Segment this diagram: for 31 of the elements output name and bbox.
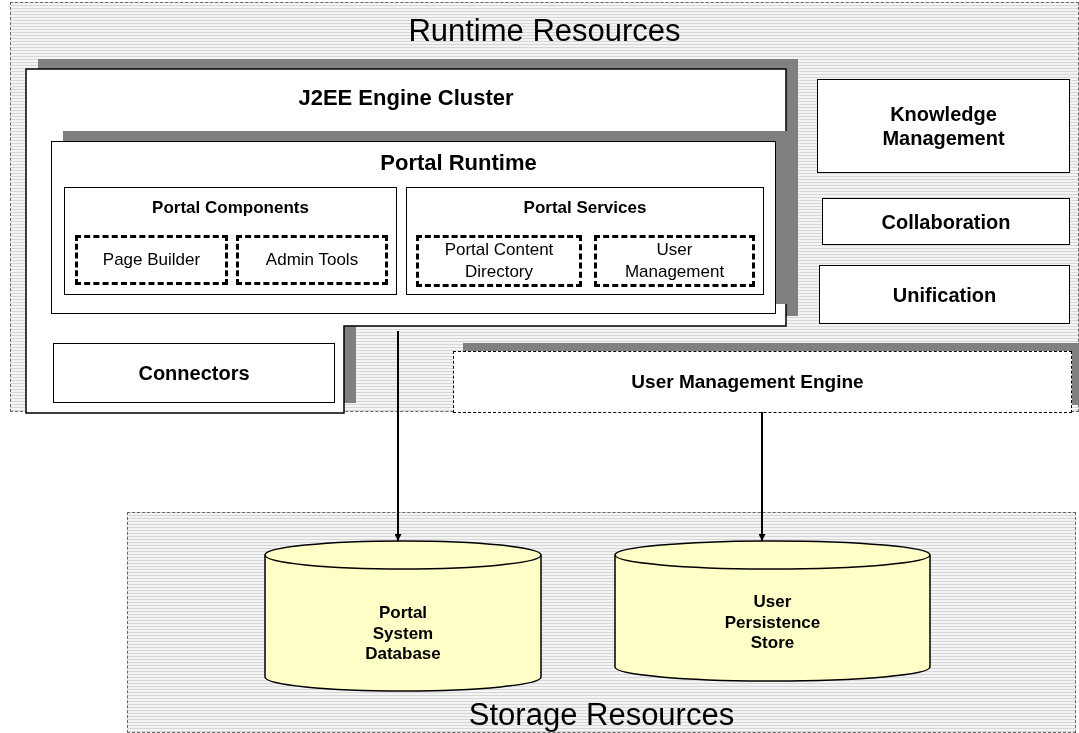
box-heading: Portal Services [523, 198, 647, 219]
arrow [394, 330, 402, 542]
box-label: Knowledge Management [881, 102, 1006, 150]
region-panel [10, 2, 1079, 412]
box-label: Page Builder [101, 248, 202, 271]
region-title: Runtime Resources [408, 15, 681, 48]
box-label: User Management [623, 238, 726, 283]
dashed-box [416, 235, 582, 287]
box-label: Connectors [137, 361, 251, 385]
box-label: Admin Tools [264, 248, 360, 271]
group-box [406, 187, 764, 295]
dashed-box [75, 235, 228, 285]
dashed-box [594, 235, 755, 287]
component-box [817, 79, 1070, 173]
box-label: Portal System Database [364, 603, 442, 665]
dashed-box [236, 235, 388, 285]
component-box [819, 265, 1070, 324]
box-heading: Portal Components [152, 198, 309, 219]
component-box [822, 198, 1070, 245]
box-heading: J2EE Engine Cluster [298, 85, 514, 112]
box-label: Portal Content Directory [443, 238, 555, 283]
region-title: Storage Resources [468, 699, 735, 732]
arrow [758, 411, 766, 542]
box-heading: Portal Runtime [380, 150, 537, 177]
region-panel [127, 512, 1076, 733]
box-label: User Management Engine [631, 370, 864, 394]
group-box [64, 187, 397, 295]
box-label: Collaboration [880, 209, 1012, 234]
box-label: User Persistence Store [723, 592, 822, 654]
box-label: Unification [891, 282, 998, 307]
component-box [53, 343, 335, 403]
